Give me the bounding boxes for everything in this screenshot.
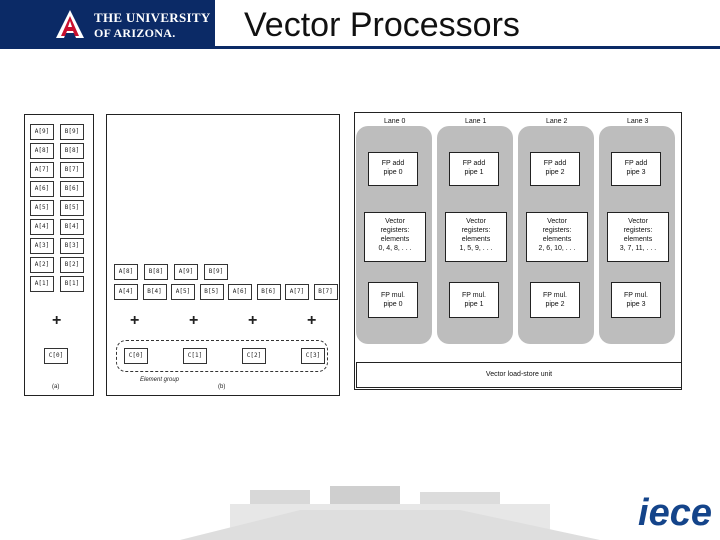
a-element-cell: A[2] xyxy=(30,257,54,273)
result-cell: C[0] xyxy=(124,348,148,364)
fp-add-pipe: FP add pipe 1 xyxy=(449,152,499,186)
load-store-unit: Vector load-store unit xyxy=(356,362,682,388)
b-element-cell: B[9] xyxy=(60,124,84,140)
fp-mul-pipe: FP mul. pipe 3 xyxy=(611,282,661,318)
result-cell: C[2] xyxy=(242,348,266,364)
adder-plus: + xyxy=(307,312,317,329)
fp-add-pipe: FP add pipe 0 xyxy=(368,152,418,186)
a-element-cell: A[5] xyxy=(30,200,54,216)
result-cell: C[1] xyxy=(183,348,207,364)
b-element-cell: B[4] xyxy=(60,219,84,235)
university-name-line1: THE UNIVERSITY xyxy=(94,10,211,25)
campus-photo xyxy=(0,470,720,540)
element-cell: A[6] xyxy=(228,284,252,300)
a-element-cell: A[8] xyxy=(30,143,54,159)
figure-b-caption: (b) xyxy=(218,384,226,390)
university-logo: THE UNIVERSITY OF ARIZONA. xyxy=(0,0,215,48)
element-cell: B[8] xyxy=(144,264,168,280)
a-element-cell: A[6] xyxy=(30,181,54,197)
vector-registers: Vector registers: elements 3, 7, 11, . .… xyxy=(607,212,669,262)
figure-a-caption: (a) xyxy=(52,384,60,390)
element-group-label: Element group xyxy=(140,377,180,383)
element-cell: B[4] xyxy=(142,284,167,300)
page-title: Vector Processors xyxy=(244,6,520,44)
fp-mul-pipe: FP mul. pipe 1 xyxy=(449,282,499,318)
lane-label: Lane 3 xyxy=(627,118,649,125)
fp-mul-pipe: FP mul. pipe 2 xyxy=(530,282,580,318)
a-element-cell: A[1] xyxy=(30,276,54,292)
adder-plus: + xyxy=(52,312,62,329)
element-cell: A[8] xyxy=(114,264,138,280)
header-rule xyxy=(0,46,720,49)
result-cell: C[3] xyxy=(301,348,325,364)
vector-registers: Vector registers: elements 1, 5, 9, . . … xyxy=(445,212,507,262)
element-cell: B[7] xyxy=(313,284,338,300)
lane-label: Lane 2 xyxy=(546,118,568,125)
adder-plus: + xyxy=(248,312,258,329)
lane-label: Lane 1 xyxy=(465,118,487,125)
a-element-cell: A[4] xyxy=(30,219,54,235)
b-element-cell: B[1] xyxy=(60,276,84,292)
b-element-cell: B[3] xyxy=(60,238,84,254)
element-cell: A[7] xyxy=(285,284,309,300)
university-name-line2: OF ARIZONA. xyxy=(94,26,176,40)
b-element-cell: B[8] xyxy=(60,143,84,159)
result-cell: C[0] xyxy=(44,348,68,364)
a-element-cell: A[3] xyxy=(30,238,54,254)
fp-mul-pipe: FP mul. pipe 0 xyxy=(368,282,418,318)
b-element-cell: B[7] xyxy=(60,162,84,178)
adder-plus: + xyxy=(130,312,140,329)
adder-plus: + xyxy=(189,312,199,329)
element-cell: A[9] xyxy=(174,264,198,280)
element-cell: B[6] xyxy=(256,284,281,300)
element-cell: A[4] xyxy=(114,284,138,300)
vector-registers: Vector registers: elements 0, 4, 8, . . … xyxy=(364,212,426,262)
element-cell: B[5] xyxy=(199,284,224,300)
a-element-cell: A[7] xyxy=(30,162,54,178)
element-group-outline xyxy=(116,340,328,372)
b-element-cell: B[5] xyxy=(60,200,84,216)
element-cell: A[5] xyxy=(171,284,195,300)
arizona-a-icon xyxy=(52,8,88,42)
b-element-cell: B[6] xyxy=(60,181,84,197)
title-area xyxy=(215,0,720,48)
element-cell: B[9] xyxy=(204,264,228,280)
vector-registers: Vector registers: elements 2, 6, 10, . .… xyxy=(526,212,588,262)
b-element-cell: B[2] xyxy=(60,257,84,273)
iece-logo: iece xyxy=(638,492,712,534)
fp-add-pipe: FP add pipe 3 xyxy=(611,152,661,186)
a-element-cell: A[9] xyxy=(30,124,54,140)
lane-label: Lane 0 xyxy=(384,118,406,125)
fp-add-pipe: FP add pipe 2 xyxy=(530,152,580,186)
header: THE UNIVERSITY OF ARIZONA. Vector Proces… xyxy=(0,0,720,48)
